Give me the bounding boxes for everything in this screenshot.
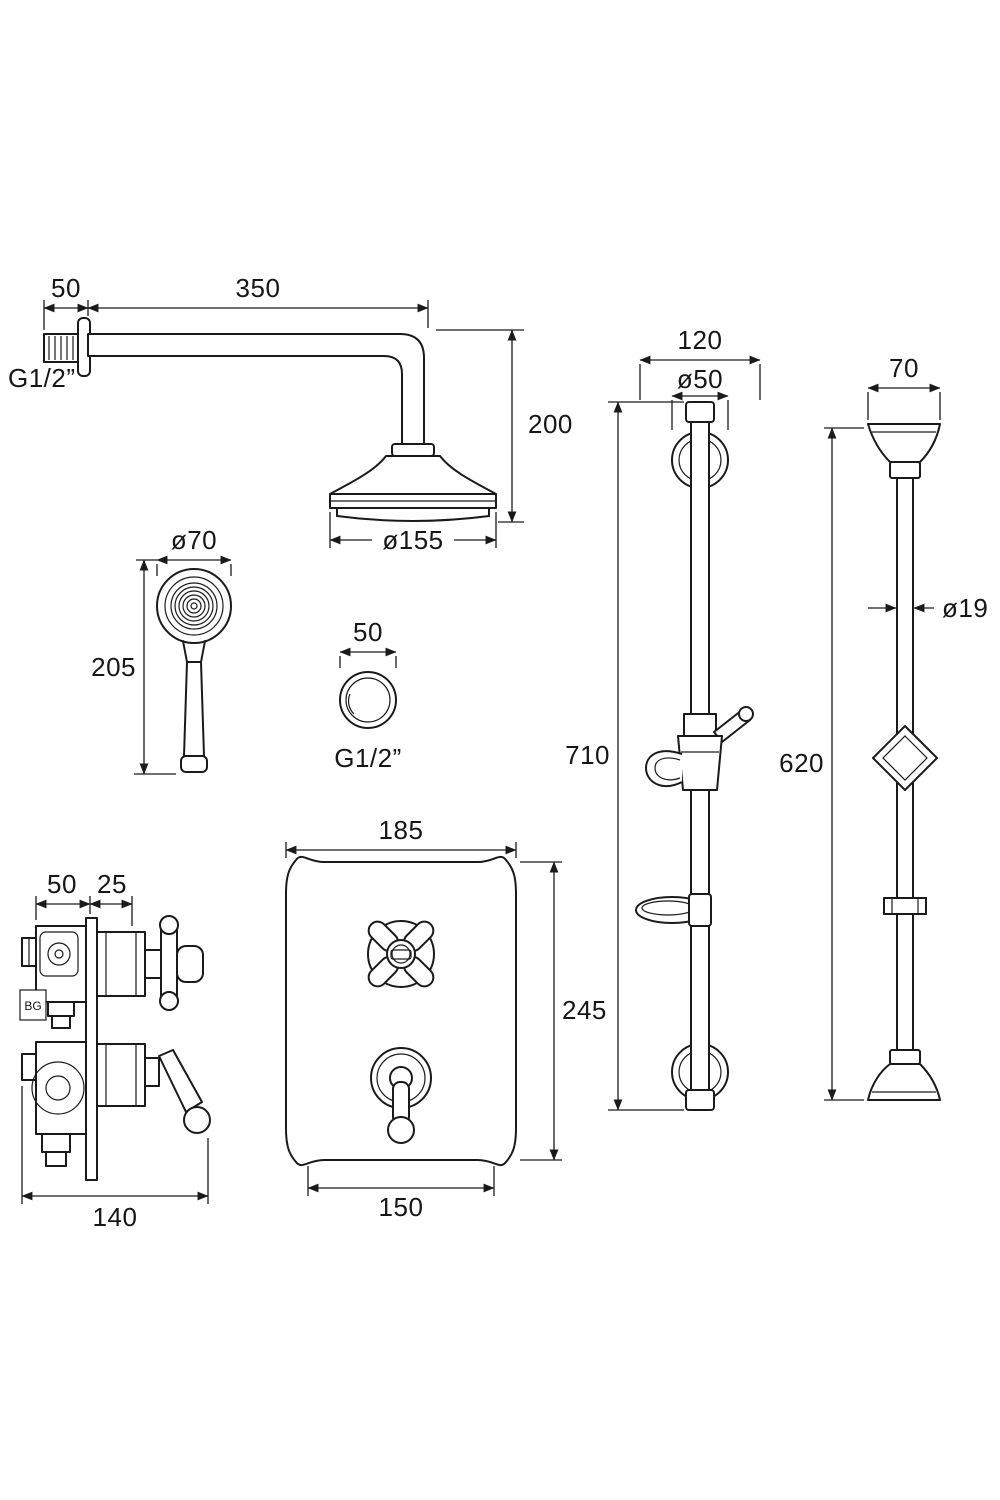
dim-outlet-width: 50: [353, 617, 383, 647]
rail-side-top-bracket: [867, 423, 941, 463]
dim-valve-exposed-depth: 25: [97, 869, 127, 899]
valve-body-bottom: [35, 1041, 87, 1135]
slider-side: [872, 725, 938, 791]
rail-bottom-cap: [685, 1089, 715, 1111]
dim-plate-height: 245: [562, 995, 607, 1025]
dim-plate-width: 185: [379, 815, 424, 845]
rail-top-cap: [685, 401, 715, 423]
shower-arm-tube: [87, 333, 425, 449]
valve-front-plate: 185 245 150: [285, 815, 607, 1222]
valve-logo: BG: [24, 999, 41, 1013]
dim-arm-length: 350: [236, 273, 281, 303]
dim-rail-side-width: 70: [889, 353, 919, 383]
dim-rail-front-height: 710: [565, 740, 610, 770]
handset-head: [156, 568, 232, 644]
handset-end-cap: [180, 755, 208, 773]
riser-rail-side: 70 ø19 620: [779, 353, 988, 1101]
handset: ø70 205: [91, 525, 232, 775]
face-plate: [285, 855, 517, 1167]
slider-collar: [683, 713, 717, 737]
lever-side: [158, 1049, 203, 1113]
dish-ring-side: [883, 897, 927, 915]
soap-dish-clamp: [688, 893, 712, 927]
cartridge-top: [96, 931, 146, 997]
shower-head-rim: [336, 515, 490, 522]
dim-rosette-diameter: ø50: [677, 364, 723, 394]
valve-side-view: 50 25 BG: [19, 869, 211, 1232]
head-collar: [391, 443, 435, 457]
cartridge-bottom: [96, 1043, 146, 1107]
dim-handset-diameter: ø70: [171, 525, 217, 555]
dim-valve-width: 140: [93, 1202, 138, 1232]
valve-wall-plate: [85, 917, 98, 1181]
label-outlet-thread: G1/2”: [334, 743, 402, 773]
dim-valve-recess-depth: 50: [47, 869, 77, 899]
handset-holder: [645, 750, 683, 787]
valve-logo-plate: [19, 989, 47, 1021]
dim-rail-front-width: 120: [678, 325, 723, 355]
handset-handle: [183, 661, 205, 757]
dim-plate-base-width: 150: [379, 1192, 424, 1222]
riser-rail-front: 120 ø50 710: [565, 325, 761, 1111]
label-arm-thread: G1/2”: [8, 363, 76, 393]
dim-arm-drop: 200: [528, 409, 573, 439]
dim-handset-length: 205: [91, 652, 136, 682]
dim-head-diameter: ø155: [382, 525, 443, 555]
rail-side-bottom-bracket: [867, 1063, 941, 1101]
dim-rail-tube-diameter: ø19: [942, 593, 988, 623]
slider-body: [677, 735, 723, 791]
shower-head-bell: [329, 455, 497, 495]
shower-arm-assembly: 50 350 200 G1/2” ø155: [8, 273, 573, 555]
dim-arm-wall-offset: 50: [51, 273, 81, 303]
dim-rail-side-height: 620: [779, 748, 824, 778]
wall-outlet: 50 G1/2”: [334, 617, 402, 773]
